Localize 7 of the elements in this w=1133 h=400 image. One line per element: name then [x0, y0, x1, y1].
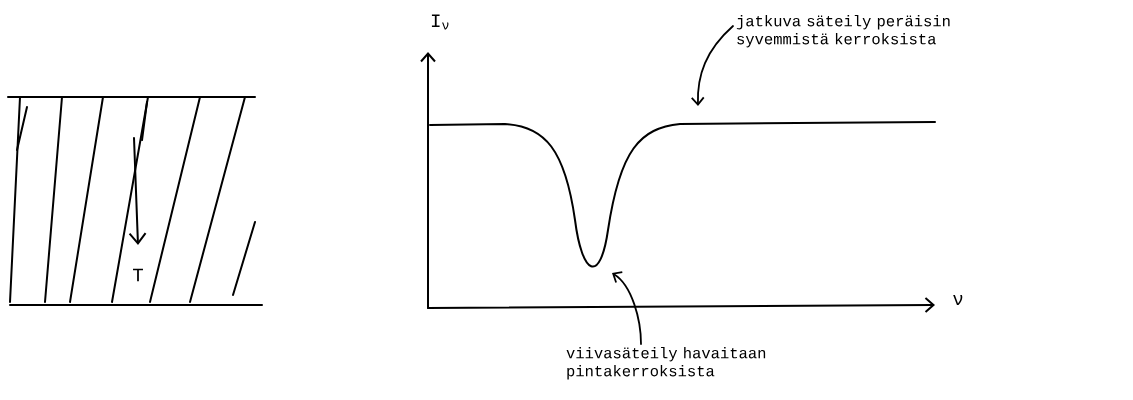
callout-text: viivasäteily havaitaan pintakerroksista [566, 347, 766, 380]
leader-arrow [690, 25, 734, 106]
temperature-label: T [133, 268, 143, 282]
axis-label: ν [953, 295, 963, 305]
leader-arrow [612, 271, 642, 345]
callout-text: jatkuva säteily peräisin syvemmistä kerroksista [736, 15, 950, 48]
axis-label: I$_{ν}$ [431, 14, 449, 30]
